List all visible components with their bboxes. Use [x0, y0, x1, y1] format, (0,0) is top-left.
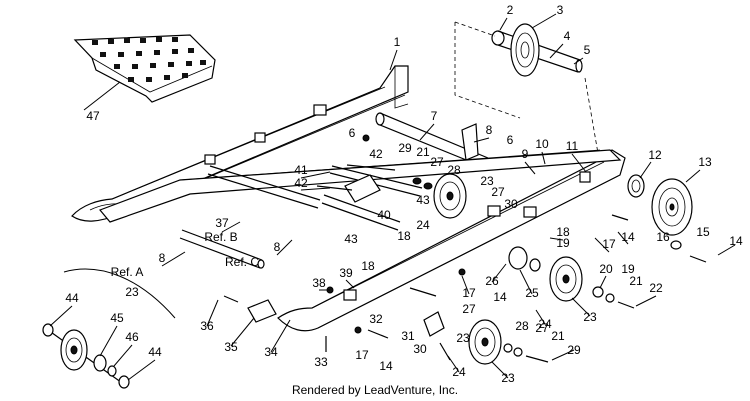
callout-23: 23: [480, 174, 494, 188]
callout-23: 23: [501, 371, 515, 385]
callout-43: 43: [344, 232, 358, 246]
callout-44: 44: [65, 291, 79, 305]
render-credit: Rendered by LeadVenture, Inc.: [291, 383, 459, 397]
cross-rods-part: [179, 165, 423, 269]
rear-axle-part: [491, 13, 584, 77]
callout-45: 45: [110, 311, 124, 325]
callout-22: 22: [649, 281, 663, 295]
callout-12: 12: [648, 148, 662, 162]
callout-24: 24: [538, 317, 552, 331]
callout-9: 9: [522, 147, 529, 161]
callout-27: 27: [535, 321, 549, 335]
callout-23: 23: [583, 310, 597, 324]
callout-14: 14: [493, 290, 507, 304]
callout-29: 29: [567, 343, 581, 357]
right-rail-part: [277, 149, 626, 332]
callout-34: 34: [264, 345, 278, 359]
callout-24: 24: [452, 365, 466, 379]
callout-1: 1: [394, 35, 401, 49]
callout-6: 6: [349, 126, 356, 140]
callout-17: 17: [462, 286, 476, 300]
callout-8: 8: [159, 251, 166, 265]
callout-8: 8: [486, 123, 493, 137]
callout-7: 7: [431, 109, 438, 123]
callout-41: 41: [294, 163, 308, 177]
callout-42: 42: [294, 176, 308, 190]
callout-20: 20: [599, 262, 613, 276]
callout-18: 18: [397, 229, 411, 243]
callout-8: 8: [274, 240, 281, 254]
callout-26: 26: [485, 274, 499, 288]
callout-13: 13: [698, 155, 712, 169]
callout-15: 15: [696, 225, 710, 239]
callout-23: 23: [125, 285, 139, 299]
callout-19: 19: [556, 236, 570, 250]
callout-31: 31: [401, 329, 415, 343]
front-wheel-part: [611, 161, 707, 263]
callout-29: 29: [398, 141, 412, 155]
callout-11: 11: [566, 139, 579, 153]
callout-39: 39: [339, 266, 353, 280]
callout-2: 2: [507, 3, 514, 17]
callout-33: 33: [314, 355, 328, 369]
callout-6: 6: [507, 133, 514, 147]
callout-21: 21: [551, 329, 565, 343]
callout-18: 18: [361, 259, 375, 273]
callout-14: 14: [379, 359, 393, 373]
leader-lines: [49, 49, 736, 381]
callout-27: 27: [430, 155, 444, 169]
callout-30: 30: [504, 197, 518, 211]
callout-47: 47: [86, 109, 100, 123]
left-rail-part: [71, 65, 409, 222]
reference-label: Ref. B: [204, 230, 237, 244]
inner-rail-part: [98, 149, 622, 223]
callout-3: 3: [557, 3, 564, 17]
callout-43: 43: [416, 193, 430, 207]
callout-27: 27: [491, 185, 505, 199]
callout-23: 23: [456, 331, 470, 345]
callout-19: 19: [621, 262, 635, 276]
callout-28: 28: [447, 163, 461, 177]
callout-28: 28: [515, 319, 529, 333]
callout-16: 16: [656, 230, 670, 244]
callout-40: 40: [377, 208, 391, 222]
callout-36: 36: [200, 319, 214, 333]
callout-17: 17: [355, 348, 369, 362]
callout-18: 18: [556, 225, 570, 239]
callout-25: 25: [525, 286, 539, 300]
reference-label: Ref. A: [111, 265, 144, 279]
lower-wheel-group-part: [223, 246, 635, 365]
callout-17: 17: [602, 237, 616, 251]
reference-labels: Ref. B Ref. C Ref. A: [111, 230, 260, 279]
callout-35: 35: [224, 340, 238, 354]
callout-4: 4: [564, 29, 571, 43]
callout-32: 32: [369, 312, 383, 326]
callout-38: 38: [312, 276, 326, 290]
callout-21: 21: [416, 145, 430, 159]
callout-37: 37: [215, 216, 229, 230]
callout-27: 27: [462, 302, 476, 316]
callout-10: 10: [535, 137, 549, 151]
callout-21: 21: [629, 274, 643, 288]
callout-42: 42: [369, 147, 383, 161]
callout-5: 5: [584, 43, 591, 57]
idler-wheel-center-part: [316, 164, 501, 219]
callout-44: 44: [148, 345, 162, 359]
callout-24: 24: [416, 218, 430, 232]
callout-14: 14: [729, 234, 743, 248]
callout-46: 46: [125, 330, 139, 344]
callout-30: 30: [413, 342, 427, 356]
callout-14: 14: [621, 230, 635, 244]
reference-label: Ref. C: [225, 255, 259, 269]
left-wheel-exploded-part: [42, 268, 176, 389]
slide-mat-part: [73, 34, 216, 111]
